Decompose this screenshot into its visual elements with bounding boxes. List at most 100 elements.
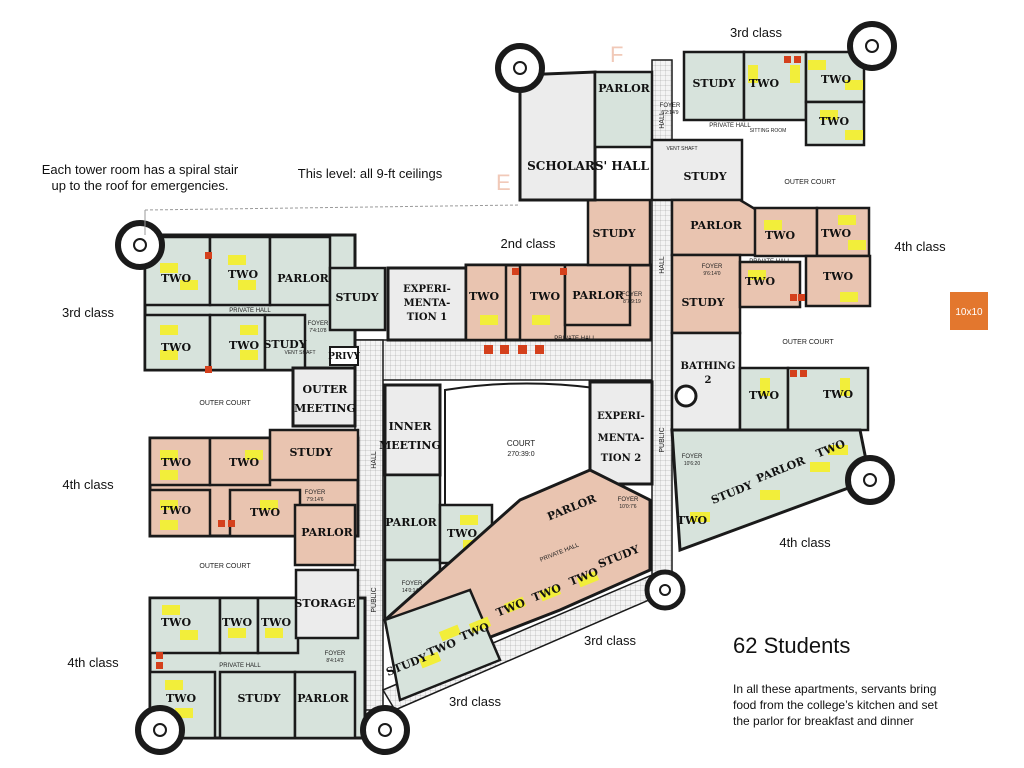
foyer-label: FOYER [308, 321, 329, 327]
room-label: TION 1 [407, 312, 447, 323]
class-label: 4th class [779, 535, 831, 550]
room-label: TWO [161, 341, 192, 354]
room-label: INNER [389, 420, 433, 433]
foyer-dimension: 14'0:14'0 [402, 588, 422, 594]
room-label: BATHING [681, 361, 736, 372]
room-label: TWO [469, 290, 500, 303]
court-label: COURT [507, 439, 535, 448]
room-label: PARLOR [598, 82, 650, 95]
room-label: TWO [261, 616, 292, 629]
private-hall-label: PRIVATE HALL [554, 336, 596, 342]
tower-icon [845, 455, 895, 505]
room-label: TWO [677, 514, 708, 527]
tower-icon [115, 220, 165, 270]
room-label: TWO [530, 290, 561, 303]
room-label: MENTA- [404, 298, 451, 309]
court-dimension: 270:39:0 [507, 451, 534, 458]
outer-court-label: OUTER COURT [199, 563, 251, 570]
class-annotations: 3rd class 2nd class 4th class 3rd class … [62, 25, 946, 709]
class-label: 2nd class [501, 236, 556, 251]
tower-icon [847, 21, 897, 71]
room-label: TWO [161, 616, 192, 629]
room-label: TWO [222, 616, 253, 629]
sitting-room-label: SITTING ROOM [750, 128, 787, 134]
tower-icon [135, 705, 185, 755]
foyer-label: FOYER [618, 497, 639, 503]
room-label: MEETING [294, 402, 356, 415]
outer-court-label: OUTER COURT [784, 179, 836, 186]
room-label: TWO [749, 389, 780, 402]
room-label: TWO [228, 268, 259, 281]
room-label: PARLOR [690, 219, 742, 232]
room-label: STUDY [237, 692, 280, 705]
room-label: STORAGE [294, 597, 355, 610]
faint-letter: E [496, 170, 511, 195]
foyer-label: FOYER [402, 581, 423, 587]
foyer-dimension: 6'2:14'9 [661, 110, 678, 116]
foyer-dimension: 8'4:14'3 [326, 658, 343, 664]
room-label: TWO [161, 456, 192, 469]
room-label: EXPERI- [597, 411, 645, 422]
foyer-label: FOYER [305, 490, 326, 496]
room-label: MENTA- [598, 433, 645, 444]
foyer-label: FOYER [622, 292, 643, 298]
room-label: STUDY [683, 170, 726, 183]
public-hall-label: PUBLIC [659, 427, 666, 452]
room-label: TWO [749, 77, 780, 90]
foyer-dimension: 8'7:9:19 [623, 299, 641, 305]
public-hall-label: PUBLIC [371, 587, 378, 612]
servants-note-line-3: the parlor for breakfast and dinner [733, 714, 914, 728]
room-label: MEETING [379, 439, 441, 452]
room-label: TWO [447, 527, 478, 540]
room-label: TWO [250, 506, 281, 519]
room-label: TWO [821, 73, 852, 86]
tower-icon [644, 569, 686, 611]
public-hall-label: HALL [659, 111, 666, 129]
room-label: STUDY [692, 77, 735, 90]
vent-shaft-label: VENT SHAFT [666, 146, 697, 152]
faint-letter: F [610, 42, 623, 67]
class-label: 3rd class [584, 633, 637, 648]
room-label: TWO [161, 504, 192, 517]
public-hall-label: HALL [371, 451, 378, 469]
room-label: TWO [161, 272, 192, 285]
room-label: TWO [229, 456, 260, 469]
tower-note-line-1: Each tower room has a spiral stair [42, 162, 239, 177]
room-label: TWO [823, 270, 854, 283]
foyer-dimension: 10'0:7'6 [619, 504, 636, 510]
room-label: EXPERI- [403, 284, 451, 295]
wing-left-middle [148, 428, 360, 567]
class-label: 4th class [62, 477, 114, 492]
private-hall-label: PRIVATE HALL [219, 663, 261, 669]
scale-badge-label: 10x10 [955, 307, 983, 318]
private-hall-label: PRIVATE HALL [229, 308, 271, 314]
room-label: STUDY [592, 227, 635, 240]
room-label: PARLOR [301, 526, 353, 539]
private-hall-label: PRIVATE HALL [749, 259, 791, 265]
students-title: 62 Students [733, 633, 850, 658]
private-hall-label: PRIVATE HALL [709, 123, 751, 129]
room-label: PRIVY [328, 352, 360, 362]
ceilings-note: This level: all 9-ft ceilings [298, 166, 443, 181]
class-label: 3rd class [449, 694, 502, 709]
room-label: STUDY [681, 296, 724, 309]
wing-top [518, 50, 866, 202]
room-label: PARLOR [385, 516, 437, 529]
outer-court-label: OUTER COURT [782, 339, 834, 346]
servants-note-line-1: In all these apartments, servants bring [733, 682, 936, 696]
room-label: PARLOR [297, 692, 349, 705]
room-label: TWO [819, 115, 850, 128]
wing-left-bottom [148, 568, 367, 740]
foyer-label: FOYER [702, 264, 723, 270]
tower-note-line-2: up to the roof for emergencies. [51, 178, 228, 193]
foyer-dimension: 10'6:20 [684, 461, 700, 467]
foyer-label: FOYER [682, 454, 703, 460]
vent-shaft-label: VENT SHAFT [284, 350, 315, 356]
servants-note-line-2: food from the college’s kitchen and set [733, 698, 938, 712]
wing-diagonal-south [383, 468, 652, 702]
class-label: 4th class [67, 655, 119, 670]
scale-badge [950, 292, 988, 330]
tower-icon [674, 384, 698, 408]
class-label: 4th class [894, 239, 946, 254]
tower-icon [360, 705, 410, 755]
